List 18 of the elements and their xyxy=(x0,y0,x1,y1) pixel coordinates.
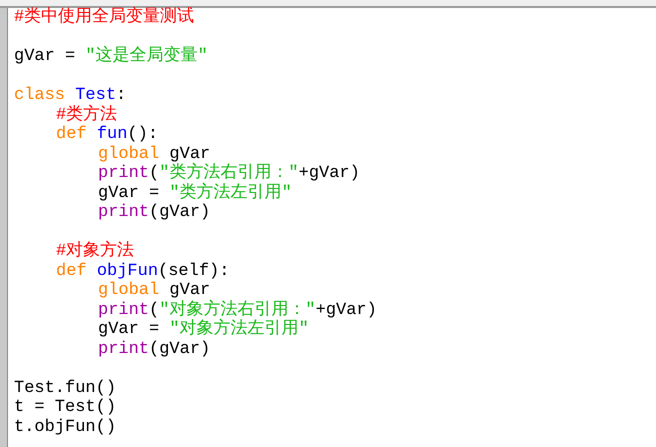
code-line: print("类方法右引用："+gVar) xyxy=(98,164,360,183)
code-line: print("对象方法右引用："+gVar) xyxy=(98,300,377,320)
code-line: gVar = "对象方法左引用" xyxy=(98,320,309,340)
code-line: def fun(): xyxy=(56,125,158,145)
code-line: global gVar xyxy=(98,281,210,300)
code-line: Test.fun() xyxy=(14,378,116,398)
code-line: t = Test() xyxy=(14,398,116,418)
code-line: #对象方法 xyxy=(56,242,134,262)
code-line: gVar = "这是全局变量" xyxy=(14,47,208,67)
code-line: print(gVar) xyxy=(98,203,210,223)
code-line: class Test: xyxy=(14,86,126,105)
code-line: global gVar xyxy=(98,144,210,164)
code-line: t.objFun() xyxy=(14,418,116,438)
code-line: def objFun(self): xyxy=(56,262,230,282)
code-line: #类方法 xyxy=(56,106,118,126)
code-line: gVar = "类方法左引用" xyxy=(98,184,292,204)
code-line: print(gVar) xyxy=(98,340,210,360)
code-line: #类中使用全局变量测试 xyxy=(14,8,194,28)
